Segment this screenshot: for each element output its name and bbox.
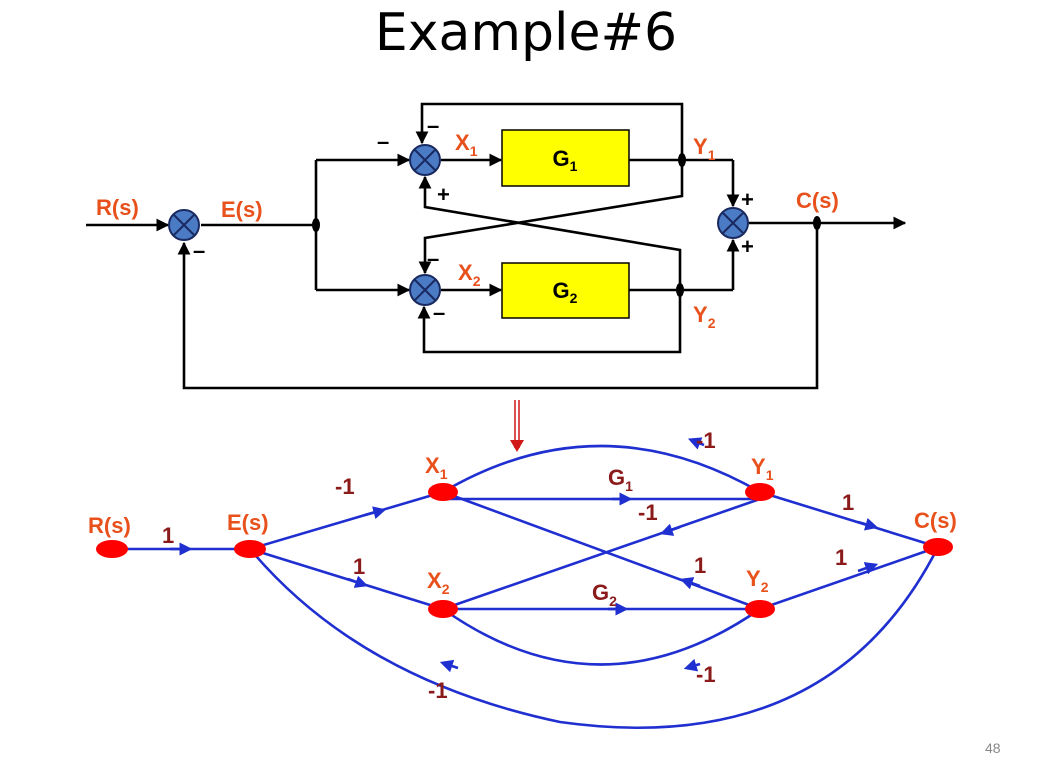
node-y1: [745, 483, 775, 501]
branch-point-y2: [676, 283, 684, 297]
gain-g2: G2: [592, 580, 617, 609]
gain-y2-x2: -1: [696, 662, 716, 687]
block-g2: G2: [501, 262, 630, 319]
gain-y1-c: 1: [842, 490, 854, 515]
wire-y2-to-sum1: [418, 175, 682, 290]
svg-text:G2: G2: [553, 278, 578, 306]
sign-sum2-minus-bottom: –: [433, 300, 445, 325]
label-x1: X1: [455, 130, 478, 159]
node-c: [923, 538, 953, 556]
label-y2: Y2: [693, 302, 716, 331]
node-e: [234, 540, 266, 558]
sign-sum1-minus-left: –: [377, 129, 389, 154]
sign-sum1-minus-top: –: [427, 113, 439, 138]
gain-y1-x2: -1: [638, 500, 658, 525]
sign-sum3-plus-top: +: [741, 187, 754, 212]
wire-outer-feedback: [177, 223, 819, 390]
sign-sum1-plus: +: [437, 182, 450, 207]
gain-r-e: 1: [162, 523, 174, 548]
svg-text:G1: G1: [553, 146, 578, 174]
node-label-e: E(s): [227, 510, 269, 535]
node-label-y1: Y1: [751, 454, 774, 483]
sign-main-minus: –: [193, 238, 205, 263]
label-r: R(s): [96, 195, 139, 220]
branch-point-e: [312, 218, 320, 232]
block-diagram: G1 G2 R(s) E(s) C(s) X1 X2 Y1 Y2 – – – +…: [86, 102, 907, 390]
branch-y2-loop-x2: [442, 607, 761, 666]
branch-e-x1: [249, 490, 444, 551]
summing-junction-1: [409, 144, 441, 176]
node-label-r: R(s): [88, 513, 131, 538]
wire-g2-self-feedback: [417, 290, 682, 354]
branch-x2-y1: [442, 497, 761, 611]
node-label-c: C(s): [914, 508, 957, 533]
block-g1: G1: [501, 129, 630, 187]
branch-c-e-feedback: [249, 546, 940, 729]
node-label-x1: X1: [425, 453, 448, 482]
gain-y2-c: 1: [835, 545, 847, 570]
summing-junction-3: [717, 207, 749, 239]
label-c: C(s): [796, 188, 839, 213]
wire-y1-to-sum2: [418, 160, 684, 275]
transform-arrow: [510, 400, 524, 452]
node-x1: [428, 483, 458, 501]
branch-point-c: [813, 216, 821, 230]
page-number: 48: [985, 740, 1001, 756]
node-y2: [745, 600, 775, 618]
node-r: [96, 540, 128, 558]
branch-x1-y2: [442, 490, 761, 611]
branch-y1-self-loop-x1: [442, 444, 761, 494]
gain-e-x2: 1: [353, 554, 365, 579]
branch-y1-c: [759, 490, 939, 549]
summing-junction-2: [409, 274, 441, 306]
node-x2: [428, 600, 458, 618]
gain-y2-x1: 1: [694, 553, 706, 578]
branch-y2-c: [759, 545, 939, 611]
label-e: E(s): [221, 197, 263, 222]
label-x2: X2: [458, 260, 481, 289]
sign-sum2-minus-top: –: [427, 246, 439, 271]
branch-e-x2: [249, 547, 444, 611]
gain-y1-x1: -1: [696, 428, 716, 453]
gain-g1: G1: [608, 465, 633, 494]
sign-sum3-plus-bottom: +: [741, 234, 754, 259]
gain-e-x1: -1: [335, 474, 355, 499]
gain-c-e: -1: [428, 678, 448, 703]
summing-junction-main: [168, 209, 200, 241]
node-label-x2: X2: [427, 568, 450, 597]
node-label-y2: Y2: [746, 566, 769, 595]
wire-g1-self-feedback: [415, 102, 684, 160]
signal-flow-graph: R(s) E(s) C(s) X1 X2 Y1 Y2 1 -1 1 G1 G2 …: [88, 428, 957, 729]
slide-title: Example#6: [375, 3, 677, 63]
label-y1: Y1: [693, 134, 716, 163]
branch-point-y1: [678, 153, 686, 167]
